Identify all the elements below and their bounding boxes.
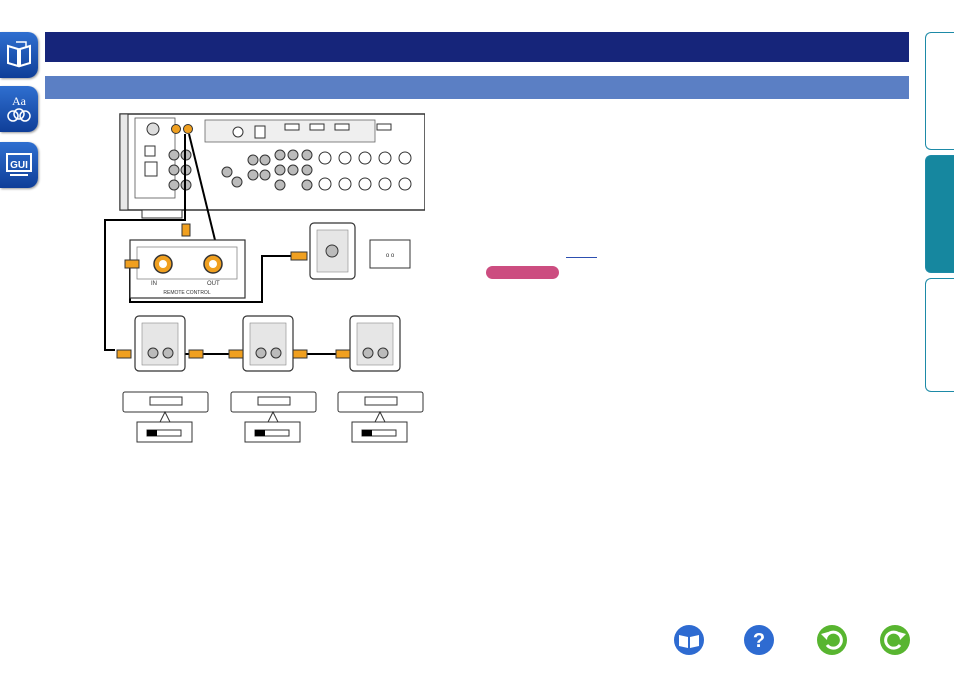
section-subtitle-bar [45,76,909,99]
ir-receiver-device: o o [290,222,411,280]
back-button[interactable] [815,623,849,657]
rc-in-label: IN [151,281,157,287]
back-arrow-icon [817,625,847,655]
side-gui-button[interactable]: GUI [0,142,38,188]
tab-top[interactable] [925,32,954,150]
connection-diagram: IN OUT REMOTE CONTROL o o [104,113,425,443]
gui-label: GUI [10,160,28,171]
svg-text:o o: o o [386,253,395,259]
glossary-label: Aa [12,94,27,108]
glossary-icon: Aa [7,94,31,122]
rc-panel-label: REMOTE CONTROL [163,290,210,296]
side-glossary-button[interactable]: Aa [0,86,38,132]
front-unit-2 [230,391,317,443]
page-title-bar [45,32,909,62]
chained-device-2 [188,315,294,372]
tab-middle-active[interactable] [925,155,954,273]
tab-bottom[interactable] [925,278,954,392]
help-question-icon [744,625,774,655]
chained-device-1 [116,315,186,372]
rc-out-label: OUT [207,281,220,287]
note-badge [486,266,559,279]
help-button[interactable]: ? [742,623,776,657]
receiver-rear-panel [119,113,425,219]
side-book-button[interactable] [0,32,38,78]
front-unit-3 [337,391,424,443]
page-reference-link[interactable] [566,257,597,258]
help-glyph: ? [753,630,765,652]
chained-device-3 [292,315,401,372]
gui-icon: GUI [6,153,32,176]
contents-book-button[interactable] [672,623,706,657]
forward-button[interactable] [878,623,912,657]
front-unit-1 [122,391,209,443]
remote-control-panel: IN OUT REMOTE CONTROL [124,223,246,299]
book-contents-icon [7,41,31,68]
contents-book-icon [674,625,704,655]
forward-arrow-icon [880,625,910,655]
